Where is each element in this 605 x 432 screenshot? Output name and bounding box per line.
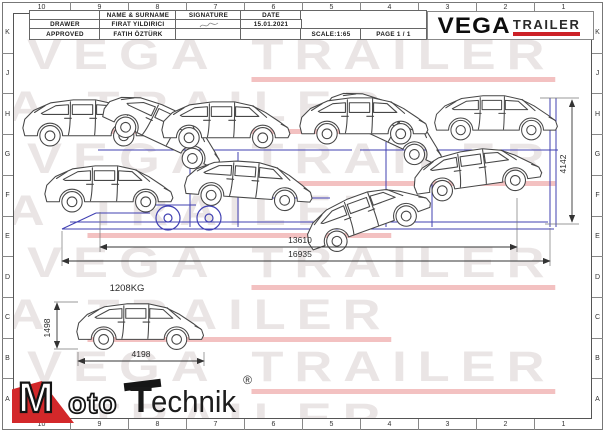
trailer-car: [161, 101, 291, 149]
grid-col-6: 6: [244, 419, 302, 430]
grid-col-7: 7: [186, 419, 244, 430]
tb-role-approved: APPROVED: [29, 28, 101, 40]
grid-col-1: 1: [534, 419, 592, 430]
vega-trailer-logo: VEGA TRAILER: [427, 11, 594, 40]
signature-scribble: [199, 22, 218, 27]
watermark-red-bar: [251, 181, 556, 186]
grid-row-D: D: [2, 256, 13, 297]
grid-col-3: 3: [418, 419, 476, 430]
grid-row-E: E: [2, 215, 13, 257]
grid-row-G: G: [592, 134, 603, 175]
grid-row-K: K: [595, 29, 600, 37]
grid-col-10: 10: [37, 421, 46, 428]
watermark-red-bar: [251, 389, 556, 394]
grid-row-C: C: [2, 296, 13, 338]
grid-col-2: 2: [476, 2, 534, 13]
grid-col-3: 3: [418, 2, 476, 13]
trailer-car: [44, 165, 174, 213]
grid-row-A: A: [592, 378, 603, 419]
watermark-trailer: TRAILER: [251, 31, 556, 79]
dimension-lines: [53, 99, 576, 365]
watermark-trailer-wrap: TRAILER: [87, 395, 392, 420]
grid-col-8: 8: [128, 2, 186, 13]
loaded-cars: [22, 78, 558, 261]
mototechnik-t: T: [130, 379, 152, 420]
grid-row-F: F: [592, 174, 603, 216]
extension-lines: [54, 97, 579, 366]
grid-row-J: J: [2, 52, 13, 94]
grid-row-H: H: [592, 93, 603, 134]
tb-page: PAGE 1 / 1: [360, 28, 427, 40]
mototechnik-oto: oto: [67, 387, 118, 421]
grid-row-H: H: [2, 93, 13, 134]
grid-col-4: 4: [360, 419, 418, 430]
grid-row-B: B: [592, 337, 603, 379]
watermark-vega: VEGA: [13, 190, 56, 233]
car-weight-label: 1208KG: [110, 283, 145, 294]
tb-scale: SCALE:1:65: [300, 28, 362, 40]
watermark-vega: VEGA: [13, 294, 56, 337]
grid-col-5: 5: [302, 2, 360, 13]
trailer-red-bar: [512, 32, 581, 36]
mototechnik-m: M: [17, 374, 55, 422]
grid-row-E: E: [592, 215, 603, 257]
watermark-trailer: TRAILER: [251, 343, 556, 391]
grid-col-9: 9: [70, 2, 128, 13]
grid-col-5: 5: [302, 419, 360, 430]
trailer-axle-wheels: [155, 205, 222, 231]
grid-row-A: A: [2, 378, 13, 419]
grid-row-C: C: [592, 296, 603, 338]
watermark-trailer: TRAILER: [87, 395, 392, 420]
trailer-car: [182, 156, 315, 213]
trailer-wordmark-wrap: TRAILER: [512, 16, 581, 36]
watermark-red-bar: [87, 337, 392, 342]
registered-trademark-icon: ®: [243, 373, 252, 387]
grid-row-F: F: [2, 174, 13, 216]
grid-row-G: G: [2, 134, 13, 175]
grid-col-1: 1: [534, 2, 592, 13]
tb-empty-right: [300, 10, 427, 30]
grid-col-9: 9: [70, 419, 128, 430]
dim-height: 4142: [558, 154, 568, 173]
grid-row-D: D: [592, 256, 603, 297]
mototechnik-logo: M oto T echnik ®: [12, 373, 252, 425]
watermark-red-bar: [251, 285, 556, 290]
grid-col-7: 7: [186, 2, 244, 13]
grid-col-10: 10: [37, 4, 46, 11]
watermark-row: VEGA TRAILER: [27, 346, 556, 394]
watermark-trailer-wrap: TRAILER: [251, 343, 556, 394]
trailer-car: [434, 95, 558, 141]
grid-row-B: B: [2, 337, 13, 379]
grid-row-J: J: [592, 52, 603, 94]
watermark-row: VEGA TRAILER: [27, 34, 556, 82]
grid-col-4: 4: [360, 2, 418, 13]
mototechnik-echnik: echnik: [151, 384, 237, 419]
grid-col-8: 8: [128, 419, 186, 430]
tb-name-approved: FATIH ÖZTÜRK: [99, 28, 177, 40]
watermark-red-bar: [251, 77, 556, 82]
dim-car-height: 1498: [42, 318, 52, 337]
grid-col-2: 2: [476, 419, 534, 430]
dim-upper-length: 13610: [288, 235, 312, 245]
dim-car-length: 4198: [132, 349, 151, 359]
tb-date-approved: [240, 28, 302, 40]
watermark-red-bar: [87, 233, 392, 238]
watermark-vega: VEGA: [27, 31, 220, 79]
trailer-wordmark: TRAILER: [512, 16, 581, 32]
grid-col-6: 6: [244, 2, 302, 13]
watermark-trailer-wrap: TRAILER: [251, 31, 556, 82]
watermark-vega: VEGA: [27, 343, 220, 391]
tb-signature-approved: [175, 28, 242, 40]
reference-car: [76, 303, 205, 350]
vega-wordmark: VEGA: [437, 12, 511, 38]
grid-row-K: K: [5, 29, 10, 37]
dim-total-length: 16935: [288, 249, 312, 259]
trailer-car: [299, 97, 429, 145]
